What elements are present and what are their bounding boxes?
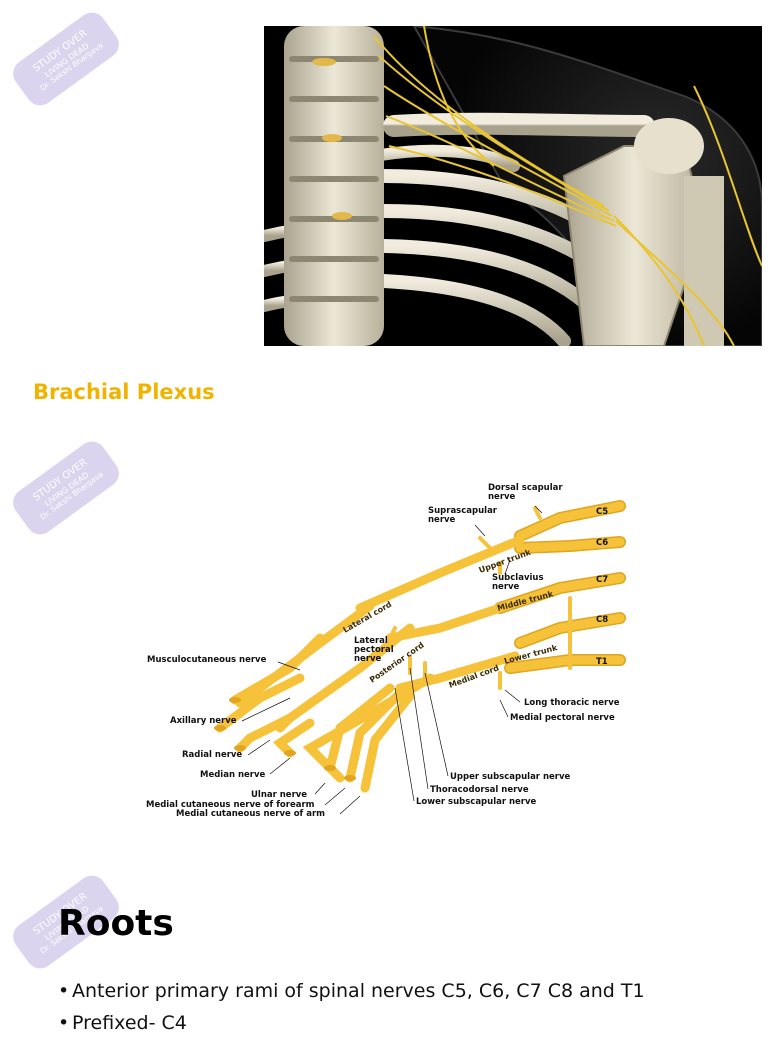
photo-caption: Brachial Plexus [33, 380, 215, 404]
trunk-label: Middle trunk [496, 589, 555, 613]
nerve-label: Lower subscapular nerve [416, 797, 537, 807]
root-label: C8 [596, 615, 608, 625]
brachial-plexus-diagram: C5 C6 C7 C8 T1 Upper trunk Middle trunk … [146, 483, 626, 819]
watermark-stamp: STUDY OVER LIVING DEAD Dr. Sakshi Bharga… [7, 436, 125, 540]
root-label: C5 [596, 507, 608, 517]
nerve-label: Suprascapular [428, 506, 498, 516]
nerve-label: Thoracodorsal nerve [430, 785, 529, 795]
nerve-label: Medial cutaneous nerve of forearm [146, 800, 315, 810]
nerve-label: pectoral [354, 645, 394, 655]
nerve-label: nerve [428, 515, 456, 525]
nerve-label: Medial cutaneous nerve of arm [176, 809, 325, 819]
nerve-label: Median nerve [200, 770, 266, 780]
nerve-label: Ulnar nerve [251, 790, 307, 800]
root-label: T1 [596, 657, 608, 667]
nerve-label: nerve [488, 492, 516, 502]
nerve-label: nerve [492, 582, 520, 592]
nerve-label: nerve [354, 654, 382, 664]
nerve-label: Upper subscapular nerve [450, 772, 571, 782]
nerve-label: Lateral [354, 636, 388, 646]
list-item: •Prefixed- C4 [58, 1012, 187, 1034]
watermark-stamp: STUDY OVER LIVING DEAD Dr. Sakshi Bharga… [7, 7, 125, 111]
nerve-label: Subclavius [492, 573, 544, 583]
root-label: C6 [596, 538, 608, 548]
section-title: Roots [58, 903, 174, 944]
nerve-label: Medial pectoral nerve [510, 713, 615, 723]
nerve-label: Radial nerve [182, 750, 242, 760]
bullet-list: •Anterior primary rami of spinal nerves … [58, 980, 645, 1044]
root-label: C7 [596, 575, 608, 585]
anatomy-photo [264, 26, 762, 346]
nerve-label: Long thoracic nerve [524, 698, 620, 708]
nerve-label: Axillary nerve [170, 716, 237, 726]
nerve-label: Musculocutaneous nerve [147, 655, 267, 665]
list-item: •Anterior primary rami of spinal nerves … [58, 980, 645, 1002]
nerve-label: Dorsal scapular [488, 483, 563, 493]
